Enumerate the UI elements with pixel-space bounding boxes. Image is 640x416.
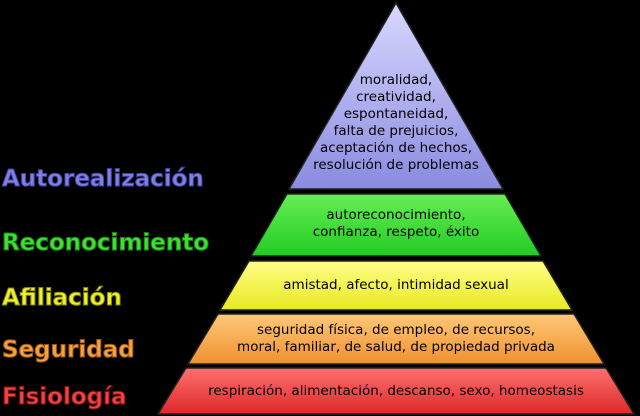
label-seguridad: Seguridad <box>2 337 136 363</box>
content-fisiologia: respiración, alimentación, descanso, sex… <box>208 383 584 399</box>
pyramid-level-seguridad <box>186 313 606 365</box>
content-afiliacion: amistad, afecto, intimidad sexual <box>283 277 509 293</box>
pyramid-level-afiliacion <box>218 260 574 311</box>
content-seguridad: seguridad física, de empleo, de recursos… <box>237 322 555 355</box>
pyramid-level-reconocimiento <box>249 193 543 257</box>
pyramid-level-autorrealizacion <box>287 1 505 190</box>
label-reconocimiento: Reconocimiento <box>1 230 210 256</box>
content-autorrealizacion: moralidad, creatividad, espontaneidad, f… <box>313 72 479 173</box>
label-fisiologia: Fisiología <box>2 384 128 410</box>
label-afiliacion: Afiliación <box>2 285 123 311</box>
label-autorrealizacion: Autorealización <box>2 166 205 192</box>
pyramid-level-fisiologia <box>156 367 636 415</box>
content-reconocimiento: autoreconocimiento, confianza, respeto, … <box>312 207 480 240</box>
